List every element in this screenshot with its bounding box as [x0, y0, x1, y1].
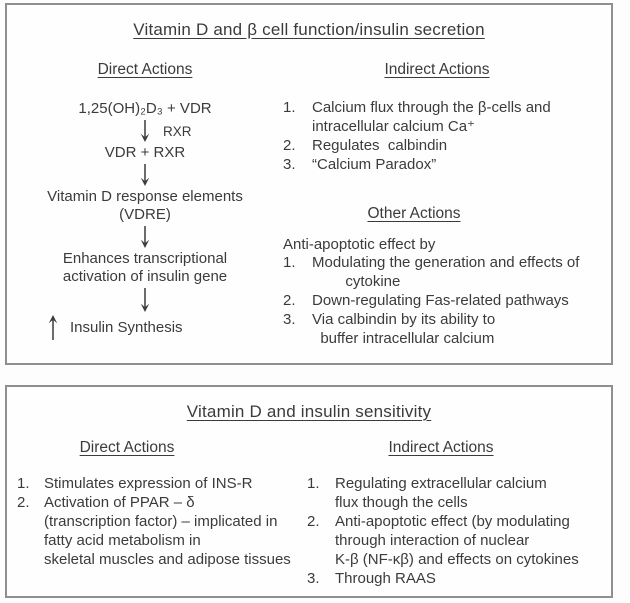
- flow-step-vdre: Vitamin D response elements (VDRE): [47, 188, 243, 223]
- list-number: 3.: [283, 311, 296, 328]
- list-item: 1. Regulating extracellular calcium flux…: [307, 474, 605, 512]
- list-number: 2.: [17, 494, 30, 511]
- list-number: 2.: [283, 292, 296, 309]
- other-actions-list: 1. Modulating the generation and effects…: [283, 253, 605, 348]
- sensitivity-panel: Vitamin D and insulin sensitivity Direct…: [5, 385, 613, 598]
- list-item: 1. Calcium flux through the β-cells and …: [283, 98, 605, 136]
- list-item: 3. Through RAAS: [307, 569, 605, 588]
- list-text: Modulating the generation and effects of…: [312, 254, 580, 290]
- up-arrow-icon: [48, 315, 58, 340]
- flow-arrow-4: [137, 288, 153, 312]
- direct-actions-column: Direct Actions 1,25(OH)₂D₃ + VDR RXR VDR…: [7, 61, 283, 348]
- other-actions-heading: Other Actions: [367, 205, 461, 222]
- list-item: 2. Anti-apoptotic effect (by modulating …: [307, 512, 605, 569]
- insulin-synthesis-label: Insulin Synthesis: [70, 319, 183, 336]
- list-text: “Calcium Paradox”: [312, 156, 437, 173]
- flow-arrow-1: RXR: [137, 120, 192, 142]
- list-number: 1.: [17, 475, 30, 492]
- list-number: 2.: [307, 513, 320, 530]
- list-text: Anti-apoptotic effect (by modulating thr…: [335, 513, 579, 568]
- list-text: Via calbindin by its ability to buffer i…: [312, 311, 496, 347]
- rxr-label: RXR: [163, 124, 192, 139]
- down-arrow-icon: [140, 120, 150, 142]
- other-actions-intro: Anti-apoptotic effect by: [283, 236, 436, 253]
- list-number: 1.: [283, 99, 296, 116]
- secretion-columns: Direct Actions 1,25(OH)₂D₃ + VDR RXR VDR…: [7, 61, 611, 348]
- list-text: Regulates calbindin: [312, 137, 448, 154]
- down-arrow-icon: [140, 164, 150, 186]
- indirect-actions-heading: Indirect Actions: [388, 439, 494, 456]
- list-text: Activation of PPAR – δ (transcription fa…: [44, 494, 291, 568]
- list-number: 3.: [307, 570, 320, 587]
- direct-actions-column: Direct Actions 1. Stimulates expression …: [7, 439, 307, 588]
- flow-arrow-2: [137, 164, 153, 186]
- indirect-actions-column: Indirect Actions 1. Regulating extracell…: [307, 439, 611, 588]
- list-number: 2.: [283, 137, 296, 154]
- down-arrow-icon: [140, 226, 150, 248]
- direct-actions-heading: Direct Actions: [97, 61, 193, 78]
- direct-actions-list: 1. Stimulates expression of INS-R 2. Act…: [17, 474, 307, 569]
- insulin-synthesis-row: Insulin Synthesis: [47, 315, 183, 340]
- sensitivity-panel-title: Vitamin D and insulin sensitivity: [186, 402, 432, 421]
- indirect-actions-column: Indirect Actions 1. Calcium flux through…: [283, 61, 611, 348]
- secretion-panel: Vitamin D and β cell function/insulin se…: [5, 3, 613, 365]
- list-text: Stimulates expression of INS-R: [44, 475, 253, 492]
- flow-step-vitd-vdr: 1,25(OH)₂D₃ + VDR: [78, 100, 212, 117]
- indirect-actions-heading: Indirect Actions: [384, 61, 490, 78]
- direct-actions-heading: Direct Actions: [79, 439, 175, 456]
- list-item: 1. Modulating the generation and effects…: [283, 253, 605, 291]
- list-text: Down-regulating Fas-related pathways: [312, 292, 569, 309]
- list-text: Calcium flux through the β-cells and int…: [312, 99, 551, 135]
- secretion-panel-title: Vitamin D and β cell function/insulin se…: [133, 20, 485, 39]
- flow-arrow-3: [137, 226, 153, 248]
- sensitivity-columns: Direct Actions 1. Stimulates expression …: [7, 439, 611, 588]
- list-item: 2. Activation of PPAR – δ (transcription…: [17, 493, 307, 569]
- flow-step-transcription: Enhances transcriptional activation of i…: [62, 250, 228, 285]
- list-text: Regulating extracellular calcium flux th…: [335, 475, 547, 511]
- list-text: Through RAAS: [335, 570, 436, 587]
- list-item: 3. Via calbindin by its ability to buffe…: [283, 310, 605, 348]
- list-item: 2. Regulates calbindin: [283, 136, 605, 155]
- list-item: 3. “Calcium Paradox”: [283, 155, 605, 174]
- list-number: 3.: [283, 156, 296, 173]
- flow-step-vdr-rxr: VDR + RXR: [104, 144, 186, 161]
- list-number: 1.: [283, 254, 296, 271]
- indirect-actions-list: 1. Calcium flux through the β-cells and …: [283, 98, 605, 174]
- list-number: 1.: [307, 475, 320, 492]
- list-item: 2. Down-regulating Fas-related pathways: [283, 291, 605, 310]
- list-item: 1. Stimulates expression of INS-R: [17, 474, 307, 493]
- indirect-actions-list: 1. Regulating extracellular calcium flux…: [307, 474, 605, 588]
- down-arrow-icon: [140, 288, 150, 312]
